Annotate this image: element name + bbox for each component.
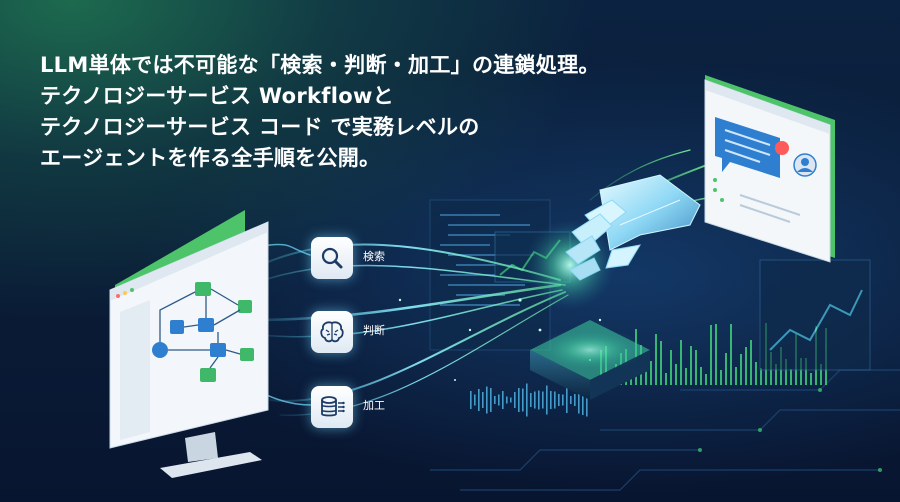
waveform-bar bbox=[730, 324, 732, 385]
waveform-bar bbox=[820, 364, 822, 385]
headline-line-2: テクノロジーサービス Workflowと bbox=[40, 84, 394, 108]
waveform-bar bbox=[680, 340, 682, 385]
headline-line-3: テクノロジーサービス コード で実務レベルの bbox=[40, 115, 480, 139]
waveform-bar bbox=[725, 353, 727, 385]
waveform-bar bbox=[665, 373, 667, 385]
waveform-bar bbox=[715, 324, 717, 385]
step-process-label: 加工 bbox=[363, 399, 385, 412]
brain-icon bbox=[320, 321, 344, 343]
waveform-bar bbox=[570, 396, 572, 404]
waveform-bar bbox=[675, 364, 677, 385]
waveform-bar bbox=[700, 367, 702, 385]
magnifier-icon bbox=[321, 247, 343, 269]
waveform-bar bbox=[660, 341, 662, 385]
waveform-bar bbox=[790, 369, 792, 385]
waveform-bar bbox=[490, 388, 492, 412]
waveform-bar bbox=[474, 394, 476, 406]
waveform-bar bbox=[810, 373, 812, 385]
waveform-bar bbox=[530, 393, 532, 407]
step-process-card bbox=[311, 386, 353, 428]
waveform-bar bbox=[578, 386, 580, 414]
waveform-bar bbox=[494, 396, 496, 404]
step-search-card bbox=[311, 237, 353, 279]
waveform-bar bbox=[534, 391, 536, 409]
waveform-bar bbox=[785, 359, 787, 385]
waveform-bar bbox=[695, 350, 697, 385]
headline: LLM単体では不可能な「検索・判断・加工」の連鎖処理。 テクノロジーサービス W… bbox=[40, 50, 600, 174]
waveform-bar bbox=[805, 358, 807, 385]
waveform-bar bbox=[498, 394, 500, 406]
waveform-bar bbox=[690, 346, 692, 385]
waveform-bar bbox=[650, 361, 652, 385]
waveform-bar bbox=[546, 385, 548, 415]
headline-line-1: LLM単体では不可能な「検索・判断・加工」の連鎖処理。 bbox=[40, 53, 600, 77]
waveform-bar bbox=[720, 370, 722, 385]
waveform-bar bbox=[574, 394, 576, 406]
robot-hand-icon bbox=[565, 174, 701, 281]
waveform-bar bbox=[582, 385, 584, 415]
waveform-bar bbox=[514, 392, 516, 408]
waveform-bar bbox=[705, 374, 707, 385]
waveform-bar bbox=[562, 394, 564, 406]
waveform-bar bbox=[506, 396, 508, 404]
waveform-bar bbox=[522, 388, 524, 412]
workflow-monitor bbox=[109, 210, 269, 478]
waveform-bar bbox=[486, 386, 488, 414]
waveform-bar bbox=[510, 397, 512, 403]
waveform-bar bbox=[685, 368, 687, 385]
pedestal bbox=[530, 320, 650, 400]
waveform-bar bbox=[775, 364, 777, 385]
waveform-bar bbox=[735, 367, 737, 385]
waveform-bar bbox=[526, 383, 528, 417]
step-judge-card bbox=[311, 311, 353, 353]
waveform-bar bbox=[478, 389, 480, 411]
waveform-bar bbox=[586, 383, 588, 417]
database-icon bbox=[321, 396, 345, 417]
waveform-bar bbox=[550, 391, 552, 409]
waveform-bar bbox=[542, 391, 544, 409]
waveform-bar bbox=[538, 390, 540, 410]
waveform-bar bbox=[482, 392, 484, 408]
waveform-bar bbox=[670, 350, 672, 385]
waveform-bar bbox=[502, 391, 504, 409]
waveform-bar bbox=[755, 362, 757, 385]
waveform-bar bbox=[558, 394, 560, 406]
waveform-bar bbox=[800, 358, 802, 385]
headline-line-4: エージェントを作る全手順を公開。 bbox=[40, 146, 381, 170]
waveform-bar bbox=[710, 325, 712, 385]
waveform-bar bbox=[566, 387, 568, 413]
waveform-bar bbox=[655, 334, 657, 385]
waveform-bar bbox=[470, 391, 472, 409]
waveform-bar bbox=[745, 347, 747, 385]
waveform-bar bbox=[760, 368, 762, 385]
waveform-bar bbox=[750, 340, 752, 385]
waveform-bar bbox=[554, 391, 556, 409]
waveform-bar bbox=[518, 388, 520, 412]
step-judge-label: 判断 bbox=[363, 324, 385, 337]
step-search-label: 検索 bbox=[363, 250, 385, 263]
chat-window bbox=[704, 75, 835, 263]
waveform-bar bbox=[740, 354, 742, 385]
